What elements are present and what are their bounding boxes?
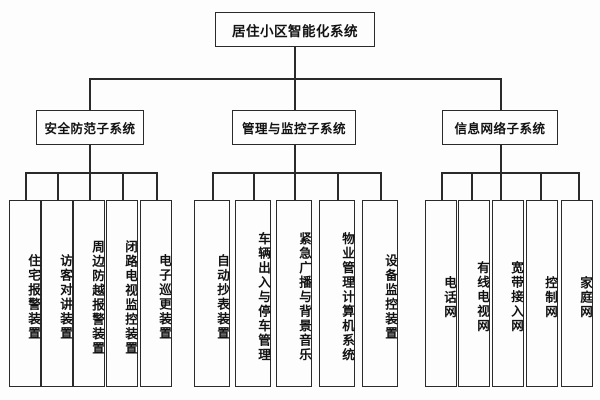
leaf-node-label: 车辆出入与停车管理	[256, 232, 271, 363]
leaf-node-label: 有线电视网	[475, 261, 490, 334]
edge-group3-drop-3	[500, 172, 502, 200]
edge-group2-bus	[212, 172, 380, 174]
edge-group2-drop-5	[380, 172, 382, 200]
edge-group2-drop-2	[253, 172, 255, 200]
leaf-node-label: 紧急广播与背景音乐	[297, 232, 312, 363]
edge-group2-drop-1	[212, 172, 214, 200]
edge-group3-drop-2	[471, 172, 473, 200]
edge-level2-drop-3	[500, 78, 502, 110]
edge-group3-drop-4	[540, 172, 542, 200]
leaf-node-vehicle-access-parking-management[interactable]: 车辆出入与停车管理	[235, 200, 271, 387]
edge-group2-drop-3	[294, 172, 296, 200]
edge-level2-drop-1	[89, 78, 91, 110]
leaf-node-property-management-computer-system[interactable]: 物业管理计算机系统	[319, 200, 355, 387]
leaf-node-label: 访客对讲装置	[58, 254, 73, 341]
branch-node-label: 安全防范子系统	[44, 121, 136, 136]
leaf-node-home-alarm-device[interactable]: 住宅报警装置	[9, 200, 41, 387]
edge-group3-drop-5	[578, 172, 580, 200]
leaf-node-cctv-monitoring-device[interactable]: 闭路电视监控装置	[106, 200, 138, 387]
edge-group3-bus	[441, 172, 579, 174]
edge-group1-drop-4	[122, 172, 124, 200]
edge-group2-drop-4	[337, 172, 339, 200]
branch-node-information-network-subsystem[interactable]: 信息网络子系统	[442, 110, 558, 145]
branch-node-security-subsystem[interactable]: 安全防范子系统	[36, 110, 144, 145]
leaf-node-label: 闭路电视监控装置	[123, 239, 138, 356]
leaf-node-label: 电子巡更装置	[157, 254, 172, 341]
branch-node-label: 管理与监控子系统	[241, 121, 346, 136]
branch-node-management-monitoring-subsystem[interactable]: 管理与监控子系统	[232, 110, 356, 145]
edge-group1-drop-3	[89, 172, 91, 200]
leaf-node-label: 物业管理计算机系统	[340, 232, 355, 363]
leaf-node-label: 设备监控装置	[383, 254, 398, 341]
leaf-node-cable-tv-network[interactable]: 有线电视网	[458, 200, 490, 387]
edge-group1-drop-1	[25, 172, 27, 200]
leaf-node-label: 电话网	[442, 275, 457, 320]
leaf-node-label: 家庭网	[578, 275, 593, 320]
leaf-node-label: 宽带接入网	[509, 261, 524, 334]
leaf-node-broadband-access-network[interactable]: 宽带接入网	[492, 200, 524, 387]
edge-root-stem	[294, 47, 296, 78]
edge-level2-drop-2	[294, 78, 296, 110]
leaf-node-home-network[interactable]: 家庭网	[561, 200, 593, 387]
edge-group3-drop-1	[441, 172, 443, 200]
leaf-node-visitor-intercom-device[interactable]: 访客对讲装置	[41, 200, 73, 387]
leaf-node-equipment-monitoring-device[interactable]: 设备监控装置	[362, 200, 398, 387]
leaf-node-label: 周边防越报警装置	[90, 239, 105, 356]
root-node-label: 居住小区智能化系统	[232, 23, 358, 40]
leaf-node-automatic-meter-reading-device[interactable]: 自动抄表装置	[194, 200, 230, 387]
leaf-node-label: 控制网	[543, 275, 558, 320]
root-node-residential-intelligent-system[interactable]: 居住小区智能化系统	[215, 12, 375, 47]
edge-group2-stem	[294, 145, 296, 172]
leaf-node-telephone-network[interactable]: 电话网	[425, 200, 457, 387]
leaf-node-label: 自动抄表装置	[215, 254, 230, 341]
edge-group1-drop-2	[57, 172, 59, 200]
edge-group1-stem	[89, 145, 91, 172]
leaf-node-emergency-broadcast-background-music[interactable]: 紧急广播与背景音乐	[276, 200, 312, 387]
leaf-node-label: 住宅报警装置	[26, 254, 41, 341]
edge-group3-stem	[500, 145, 502, 172]
leaf-node-perimeter-intrusion-alarm-device[interactable]: 周边防越报警装置	[73, 200, 105, 387]
leaf-node-control-network[interactable]: 控制网	[526, 200, 558, 387]
edge-group1-drop-5	[156, 172, 158, 200]
edge-group1-bus	[25, 172, 156, 174]
leaf-node-electronic-patrol-device[interactable]: 电子巡更装置	[140, 200, 172, 387]
branch-node-label: 信息网络子系统	[454, 121, 546, 136]
